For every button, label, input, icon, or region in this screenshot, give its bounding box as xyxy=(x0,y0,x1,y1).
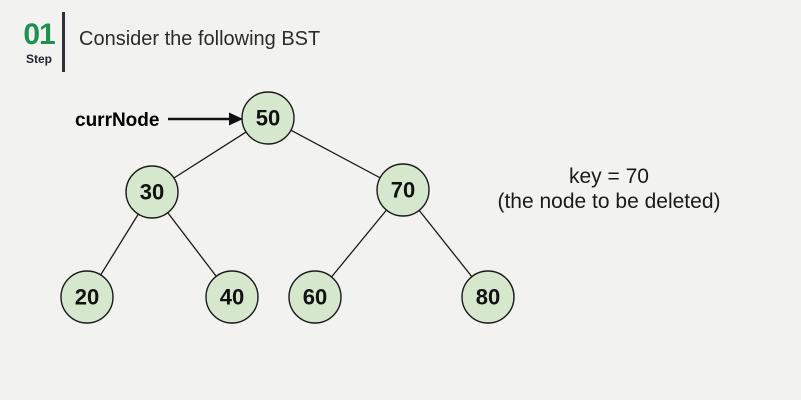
header-divider xyxy=(62,12,65,72)
tree-node-circle-70 xyxy=(376,163,430,217)
tree-node-circle-40 xyxy=(205,270,259,324)
tree-node-label-40: 40 xyxy=(220,285,244,310)
step-number: 01 xyxy=(23,18,55,51)
tree-node-label-60: 60 xyxy=(303,285,327,310)
tree-node-80: 80 xyxy=(461,270,515,324)
step-label: Step xyxy=(25,52,52,66)
tree-nodes-layer: 50 30 70 20 40 60 80 xyxy=(60,91,515,324)
tree-node-30: 30 xyxy=(125,165,179,219)
tree-node-label-50: 50 xyxy=(256,106,280,131)
tree-node-60: 60 xyxy=(288,270,342,324)
step-badge: 01 Step xyxy=(16,18,62,67)
key-label-line1: key = 70 xyxy=(569,165,649,188)
tree-node-50: 50 xyxy=(241,91,295,145)
tree-node-40: 40 xyxy=(205,270,259,324)
curr-node-arrow-icon xyxy=(168,112,243,126)
key-label-line2: (the node to be deleted) xyxy=(497,190,720,213)
tree-node-label-80: 80 xyxy=(476,285,500,310)
tree-node-circle-20 xyxy=(60,270,114,324)
tree-node-70: 70 xyxy=(376,163,430,217)
tree-node-label-70: 70 xyxy=(391,178,415,203)
curr-node-label: currNode xyxy=(75,110,159,131)
tree-node-circle-30 xyxy=(125,165,179,219)
tree-node-circle-80 xyxy=(461,270,515,324)
tree-node-circle-50 xyxy=(241,91,295,145)
tree-node-circle-60 xyxy=(288,270,342,324)
page-title: Consider the following BST xyxy=(79,28,321,50)
tree-node-label-30: 30 xyxy=(140,180,164,205)
tree-node-label-20: 20 xyxy=(75,285,99,310)
tree-node-20: 20 xyxy=(60,270,114,324)
